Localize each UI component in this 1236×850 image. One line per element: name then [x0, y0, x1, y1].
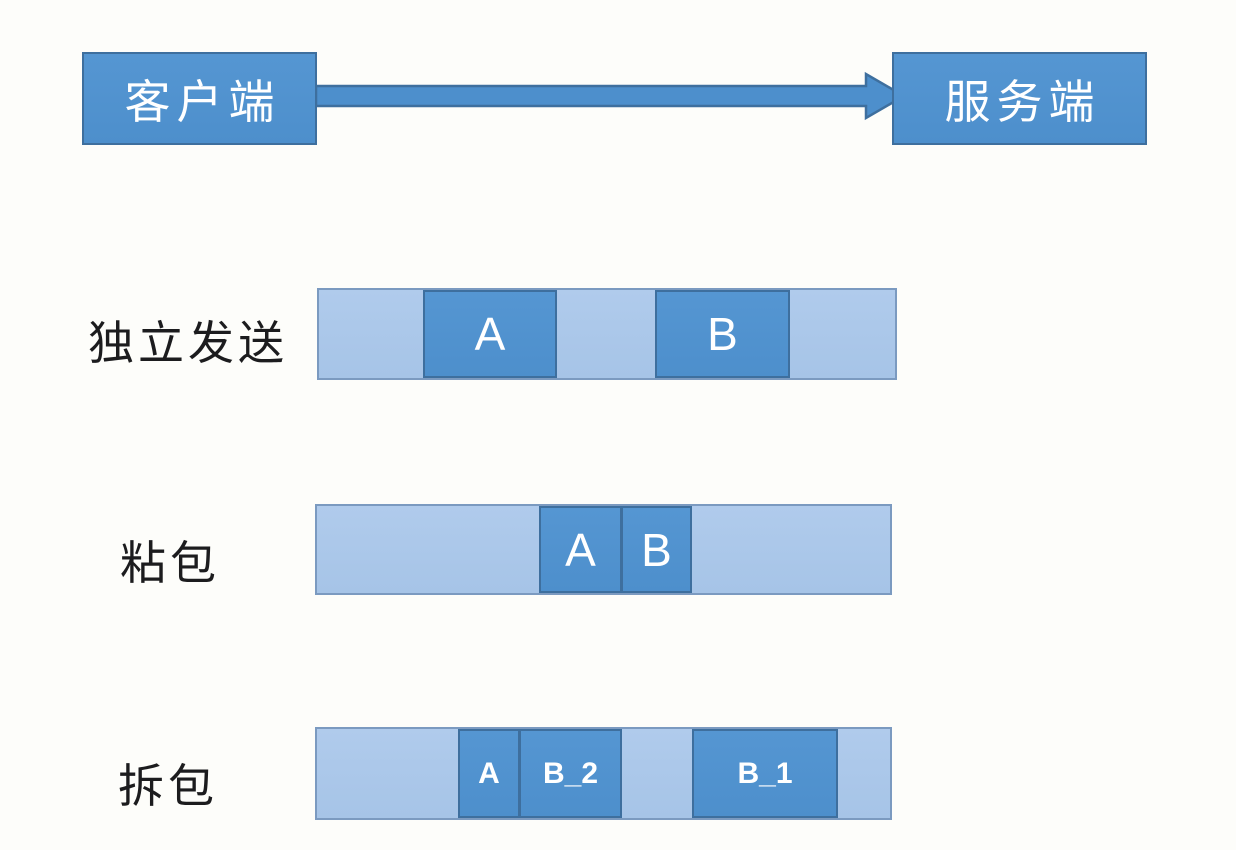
client-box: 客户端	[82, 52, 317, 145]
server-box: 服务端	[892, 52, 1147, 145]
stream-gap	[790, 290, 895, 378]
stream-bar-sticky: A B	[315, 504, 892, 595]
stream-bar-independent: A B	[317, 288, 897, 380]
packet-b1-block: B_1	[692, 729, 838, 818]
packet-a-block: A	[423, 290, 557, 378]
row-label-split-packet: 拆包	[118, 760, 218, 812]
stream-gap	[317, 506, 539, 593]
packet-b2-label: B_2	[542, 756, 599, 790]
packet-b-block: B	[622, 506, 692, 593]
packet-b-label: B	[641, 523, 672, 576]
packet-b-label: B	[707, 308, 738, 360]
packet-a-label: A	[478, 756, 500, 790]
stream-gap	[692, 506, 890, 593]
stream-gap	[557, 290, 655, 378]
arrow-right-icon	[315, 71, 907, 121]
row-label-independent-send: 独立发送	[88, 317, 288, 369]
stream-bar-split: A B_2 B_1	[315, 727, 892, 820]
stream-gap	[317, 729, 458, 818]
packet-a-label: A	[565, 523, 596, 576]
row-label-sticky-packet: 粘包	[120, 537, 220, 589]
server-label: 服务端	[944, 75, 1101, 128]
client-label: 客户端	[124, 75, 281, 128]
packet-b-block: B	[655, 290, 790, 378]
packet-a-label: A	[474, 308, 506, 360]
packet-b1-label: B_1	[737, 756, 793, 790]
packet-a-block: A	[458, 729, 520, 818]
packet-a-block: A	[539, 506, 622, 593]
packet-b2-block: B_2	[520, 729, 622, 818]
stream-gap	[838, 729, 890, 818]
stream-gap	[319, 290, 423, 378]
stream-gap	[622, 729, 692, 818]
